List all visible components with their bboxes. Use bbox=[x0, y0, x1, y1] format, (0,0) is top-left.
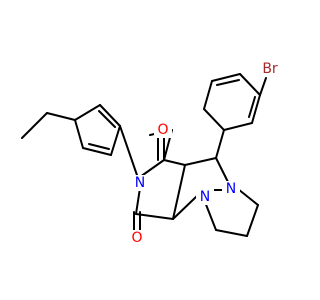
bond bbox=[203, 80, 213, 110]
bond bbox=[251, 94, 261, 124]
atom-label-background bbox=[131, 175, 149, 191]
atom-label-background bbox=[260, 60, 280, 76]
bond bbox=[98, 110, 116, 128]
bond bbox=[82, 147, 112, 156]
bond bbox=[248, 96, 256, 118]
bond bbox=[172, 164, 186, 220]
bond bbox=[203, 108, 225, 131]
bond bbox=[215, 229, 248, 237]
bond bbox=[259, 77, 267, 96]
atom-label-nitrogen: N bbox=[135, 175, 145, 191]
atom-label-br: Br bbox=[262, 61, 278, 77]
bond bbox=[110, 125, 121, 156]
bond bbox=[237, 188, 259, 206]
atom-label-oxygen: O bbox=[157, 122, 168, 138]
bond bbox=[223, 122, 253, 131]
bond bbox=[172, 195, 198, 220]
atom-label-background bbox=[129, 230, 147, 246]
bond bbox=[119, 125, 139, 179]
atom-label-oxygen: O bbox=[131, 230, 142, 246]
atom-label-background bbox=[196, 189, 214, 205]
bond bbox=[99, 104, 121, 127]
bond bbox=[246, 204, 259, 237]
bond bbox=[239, 73, 261, 96]
bond bbox=[135, 213, 174, 220]
atom-label-nitrogen: N bbox=[226, 181, 236, 197]
molecule-structure-diagram: Br O O N N N bbox=[21, 60, 280, 246]
bond bbox=[163, 159, 186, 166]
bond bbox=[215, 157, 229, 183]
bond bbox=[46, 112, 76, 121]
bond bbox=[21, 112, 48, 139]
bond bbox=[135, 187, 141, 215]
atom-labels: Br O O N N N bbox=[129, 60, 280, 246]
atom-label-background bbox=[222, 181, 240, 197]
bond bbox=[204, 201, 217, 231]
bond bbox=[139, 159, 165, 178]
atom-label-background bbox=[154, 122, 172, 138]
bond bbox=[74, 104, 101, 121]
bond bbox=[216, 79, 240, 86]
bond bbox=[88, 143, 110, 150]
bond bbox=[184, 157, 217, 166]
bond bbox=[74, 119, 84, 149]
bond bbox=[211, 73, 241, 82]
bond bbox=[215, 129, 225, 159]
bond-lines bbox=[21, 73, 267, 237]
atom-label-nitrogen: N bbox=[200, 189, 210, 205]
